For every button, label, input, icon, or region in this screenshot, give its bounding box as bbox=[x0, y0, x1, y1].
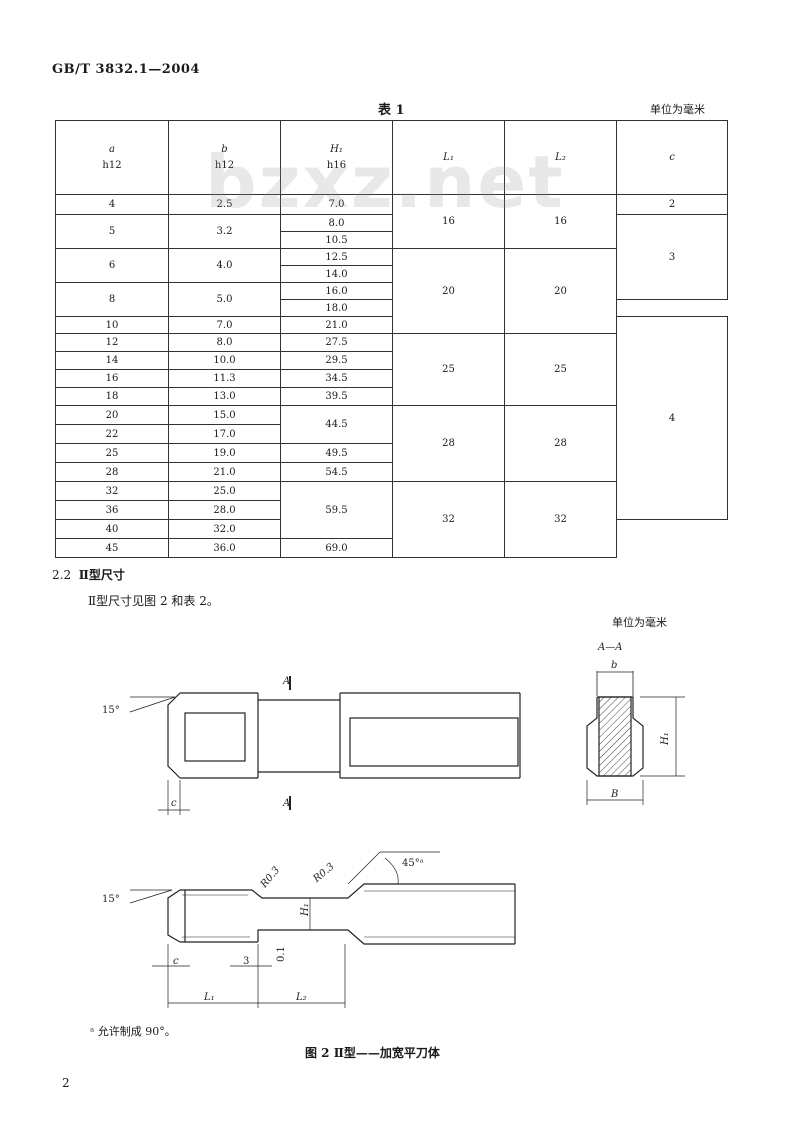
section-title: Ⅱ型尺寸 bbox=[78, 568, 125, 582]
label-c-side: c bbox=[173, 956, 179, 967]
table-unit: 单位为毫米 bbox=[650, 103, 705, 116]
cell-h1: 69.0 bbox=[280, 538, 393, 558]
angle-15-side: 15° bbox=[102, 894, 120, 905]
table-title: 表 1 bbox=[378, 103, 405, 118]
cell-h1: 21.0 bbox=[280, 316, 393, 334]
label-a-top: A bbox=[282, 676, 290, 687]
figure-caption: 图 2 Ⅱ型——加宽平刀体 bbox=[305, 1046, 440, 1060]
cell-c: 3 bbox=[616, 214, 728, 300]
angle-45: 45°ᵃ bbox=[402, 858, 424, 869]
cell-l1: 28 bbox=[392, 405, 505, 482]
section-paragraph: Ⅱ型尺寸见图 2 和表 2。 bbox=[88, 594, 219, 608]
cell-l1: 32 bbox=[392, 481, 505, 558]
cell-l2: 25 bbox=[504, 333, 617, 406]
cell-l1: 20 bbox=[392, 248, 505, 334]
label-B: B bbox=[610, 789, 618, 800]
label-b: b bbox=[611, 660, 617, 671]
cell-c: 4 bbox=[616, 316, 728, 520]
cell-l1: 25 bbox=[392, 333, 505, 406]
cell-l2: 20 bbox=[504, 248, 617, 334]
label-r03-right: R0.3 bbox=[311, 861, 337, 885]
angle-15-top: 15° bbox=[102, 705, 120, 716]
standard-header: GB/T 3832.1—2004 bbox=[52, 62, 200, 77]
section-heading: 2.2 Ⅱ型尺寸 bbox=[52, 566, 125, 583]
cell-b: 36.0 bbox=[168, 538, 281, 558]
page-number: 2 bbox=[62, 1076, 70, 1090]
top-view bbox=[129, 676, 521, 815]
cell-a: 6 bbox=[55, 248, 169, 283]
label-l2: L₂ bbox=[295, 992, 307, 1003]
section-view bbox=[586, 671, 685, 805]
label-h1-side: H₁ bbox=[300, 903, 311, 917]
cell-h1: 59.5 bbox=[280, 481, 393, 539]
label-h1-section: H₁ bbox=[660, 732, 671, 746]
label-r03-left: R0.3 bbox=[258, 865, 282, 891]
side-view bbox=[129, 851, 516, 1008]
header-l2: L₂ bbox=[504, 120, 617, 195]
cell-l2: 32 bbox=[504, 481, 617, 558]
label-c-top: c bbox=[171, 798, 177, 809]
header-l1: L₁ bbox=[392, 120, 505, 195]
cell-b: 3.2 bbox=[168, 214, 281, 249]
section-label: A—A bbox=[597, 642, 622, 653]
label-l1: L₁ bbox=[203, 992, 215, 1003]
label-3: 3 bbox=[243, 956, 249, 967]
watermark: bzxz.net bbox=[205, 140, 565, 224]
figure-footnote: ᵃ 允许制成 90°。 bbox=[90, 1025, 176, 1038]
section-number: 2.2 bbox=[52, 568, 72, 582]
figure-unit: 单位为毫米 bbox=[612, 616, 667, 629]
cell-a: 5 bbox=[55, 214, 169, 249]
label-a-bottom: A bbox=[282, 798, 290, 809]
label-0-1: 0.1 bbox=[276, 946, 287, 962]
